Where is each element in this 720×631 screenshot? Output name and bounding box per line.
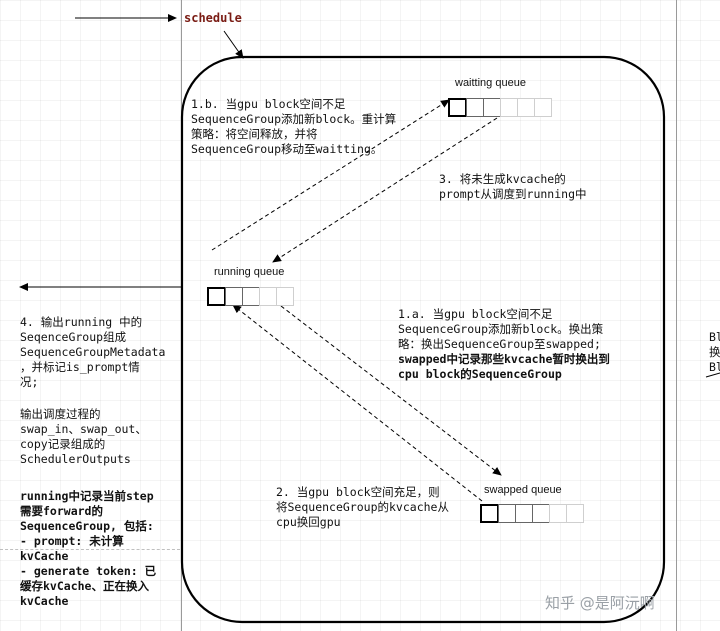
scheduler-box: [180, 55, 666, 624]
arrow-swapped-to-running: [232, 304, 483, 502]
waiting-queue-label: waitting queue: [455, 77, 526, 89]
arrow-waiting-to-running: [272, 117, 498, 263]
arrow-running-to-swapped: [280, 305, 502, 476]
schedule-title: schedule: [184, 11, 242, 25]
swapped-queue-label: swapped queue: [484, 484, 562, 496]
right-edge-line: [705, 372, 720, 378]
dashed-separator: [0, 549, 180, 550]
note-2: 2. 当gpu block空间充足，则将SequenceGroup的kvcach…: [276, 485, 449, 529]
running-queue: [207, 287, 294, 306]
right-divider: [676, 0, 677, 631]
schedule-down-arrow: [223, 30, 244, 59]
waiting-queue: [448, 98, 552, 117]
watermark: 知乎 @是阿沅啊: [545, 594, 655, 612]
arrow-running-to-waiting: [211, 99, 450, 251]
running-queue-label: running queue: [214, 266, 285, 278]
swapped-queue: [480, 504, 584, 523]
